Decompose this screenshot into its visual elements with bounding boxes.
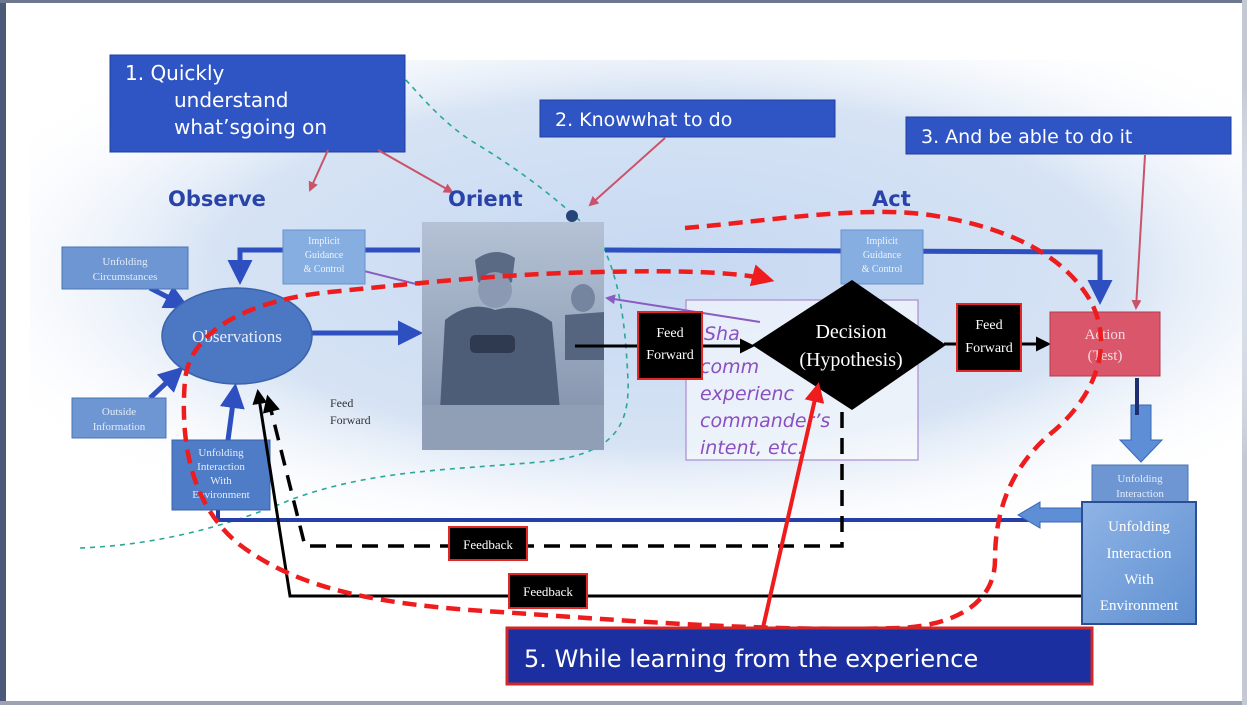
decision-diamond (752, 280, 946, 410)
implicit-guidance-left: Implicit Guidance & Control (282, 229, 366, 285)
teal-dashed-boundary (79, 67, 629, 549)
unfolding-interaction-right-line: With (1124, 572, 1154, 588)
unfolding-interaction-right-small-line: Interaction (1116, 488, 1164, 500)
implicit-guidance-left-line: Implicit (308, 236, 340, 247)
black-dashed-feedback (262, 394, 844, 548)
red-dashed-loop (181, 209, 1104, 632)
unfolding-circumstances-line-1: Unfolding (102, 256, 148, 268)
purple-arrow (605, 294, 761, 323)
blue-arrow-outside-info (148, 366, 184, 400)
implicit-guidance-right: Implicit Guidance & Control (840, 229, 924, 285)
feedback-label-2: Feedback (508, 573, 588, 609)
pointer-arrow (588, 137, 666, 207)
light-blue-arrow (1017, 501, 1083, 529)
feedback-1-text: Feedback (463, 537, 513, 552)
implicit-guidance-right-line: Implicit (866, 236, 898, 247)
feedback-label-1: Feedback (448, 526, 528, 561)
orient-note-line: commander’s (700, 410, 830, 432)
phase-act: Act (872, 187, 911, 211)
unfolding-interaction-right-line: Unfolding (1108, 519, 1170, 535)
light-blue-down-arrow (1118, 404, 1164, 463)
unfolding-interaction-left-line: With (210, 475, 232, 487)
unfolding-interaction-left-box: Unfolding Interaction With Environment (171, 439, 271, 511)
decision-label-line-1: Decision (815, 321, 886, 343)
blue-loop-top-right (604, 247, 1113, 305)
callout-1-line-3: what’sgoing on (174, 115, 327, 139)
unfolding-circumstances-box: Unfolding Circumstances (61, 246, 189, 290)
orient-notes: Sha comm experienc commander’s intent, e… (700, 323, 830, 459)
decision-label-line-2: (Hypothesis) (799, 349, 902, 371)
unfolding-interaction-left-line: Interaction (197, 461, 245, 473)
phase-observe: Observe (168, 187, 266, 211)
feed-forward-1-line-1: Feed (656, 326, 683, 341)
action-box: Action (Test) (1049, 311, 1161, 377)
red-arrow-to-decision (760, 382, 825, 633)
blue-arrow-environment (219, 383, 245, 441)
blue-arrow-circumstances (148, 285, 190, 309)
unfolding-interaction-left-line: Unfolding (198, 447, 244, 459)
feed-forward-box-2: Feed Forward (956, 303, 1022, 372)
black-solid-feedback (252, 389, 1085, 598)
frame-border-left (0, 0, 6, 705)
pointer-arrow (308, 149, 329, 192)
callout-2-text: 2. Knowwhat to do (555, 109, 732, 131)
feed-forward-box-1: Feed Forward (637, 311, 703, 380)
feed-forward-1-line-2: Forward (646, 348, 693, 363)
orient-note-line: intent, etc. (700, 437, 804, 459)
action-line-2: (Test) (1088, 348, 1123, 364)
callout-2: 2. Knowwhat to do (539, 99, 836, 138)
implicit-guidance-left-line: Guidance (305, 250, 344, 261)
pointer-arrow (377, 149, 454, 193)
phase-orient: Orient (448, 187, 523, 211)
callout-1-line-2: understand (174, 88, 288, 112)
pointer-arrow (1131, 154, 1146, 310)
feed-forward-small-line-2: Forward (330, 413, 371, 427)
feed-forward-small-line-1: Feed (330, 396, 353, 410)
orient-note-line: Sha (704, 323, 740, 345)
action-line-1: Action (1085, 327, 1126, 343)
unfolding-interaction-left-line: Environment (192, 489, 249, 501)
commander-photo (422, 222, 604, 450)
callout-5-text: 5. While learning from the experience (524, 645, 978, 673)
unfolding-interaction-right-small-line: Unfolding (1117, 473, 1163, 485)
implicit-guidance-left-line: & Control (304, 264, 345, 275)
callout-1: 1. Quickly understand what’sgoing on (109, 54, 406, 153)
unfolding-interaction-right-small: Unfolding Interaction (1091, 464, 1189, 508)
outside-information-box: Outside Information (71, 397, 167, 439)
unfolding-interaction-right-line: Interaction (1107, 546, 1172, 562)
outside-information-line-1: Outside (102, 406, 136, 418)
outside-information-line-2: Information (93, 421, 146, 433)
marker-dot (566, 210, 578, 222)
unfolding-circumstances-line-2: Circumstances (93, 271, 158, 283)
orient-note-line: experienc (700, 383, 795, 405)
implicit-guidance-right-line: & Control (862, 264, 903, 275)
orient-note-line: comm (700, 356, 759, 378)
callout-5: 5. While learning from the experience (505, 626, 1094, 686)
feedback-2-text: Feedback (523, 584, 573, 599)
feed-forward-2-line-1: Feed (975, 318, 1002, 333)
feed-forward-2-line-2: Forward (965, 341, 1012, 356)
callout-3-text: 3. And be able to do it (921, 126, 1132, 148)
frame-border-bottom (0, 701, 1247, 705)
frame-border-top (0, 0, 1247, 3)
callout-3: 3. And be able to do it (905, 116, 1232, 155)
observations-node (161, 287, 313, 385)
callout-1-line-1: 1. Quickly (125, 61, 225, 85)
implicit-guidance-right-line: Guidance (863, 250, 902, 261)
unfolding-interaction-right-box: Unfolding Interaction With Environment (1081, 501, 1197, 625)
unfolding-interaction-right-line: Environment (1100, 598, 1179, 614)
